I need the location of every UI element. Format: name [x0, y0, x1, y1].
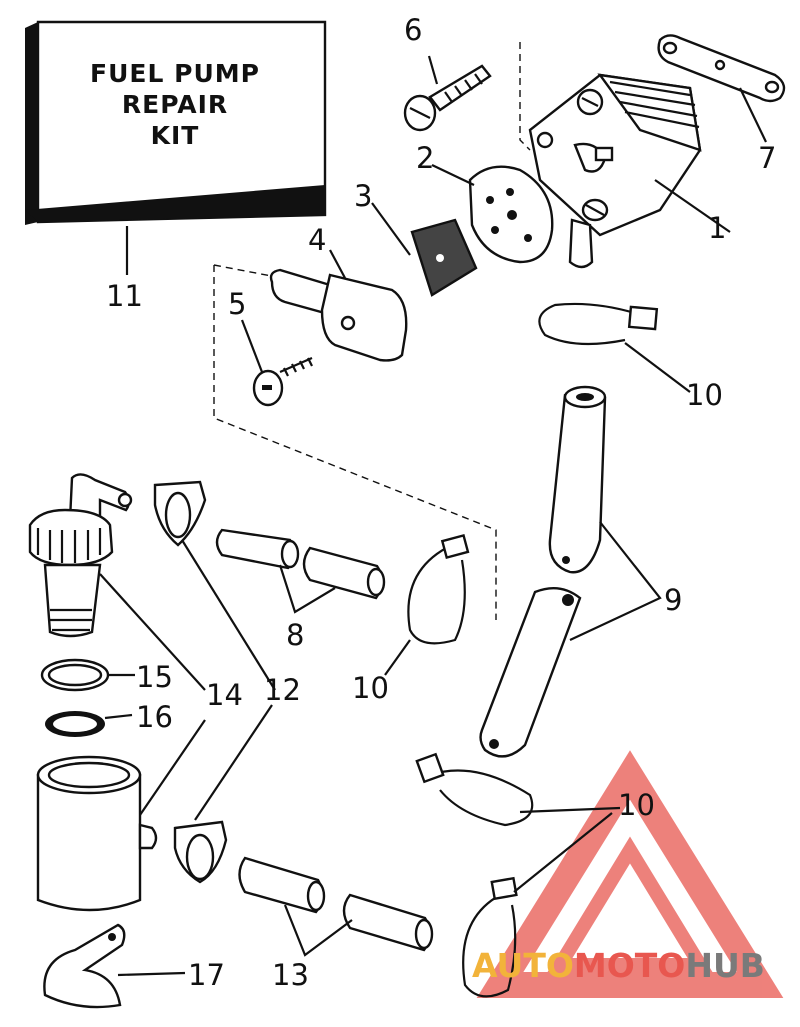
- diaphragm-part-2: [431, 164, 554, 264]
- clamp-part-10-top: [538, 302, 691, 393]
- callout-2: 2: [416, 141, 434, 175]
- hose-part-9-top: [548, 385, 607, 574]
- screen-part-3: [371, 202, 478, 297]
- callout-1: 1: [708, 211, 726, 245]
- callout-10-middle: 10: [352, 671, 389, 705]
- callout-14: 14: [206, 678, 243, 712]
- clamp-part-12-bottom: [173, 704, 273, 884]
- callout-8: 8: [286, 618, 304, 652]
- svg-text:AUTOMOTOHUB: AUTOMOTOHUB: [472, 946, 765, 985]
- watermark-moto: MOTO: [574, 946, 685, 985]
- kit-label-line3: KIT: [151, 121, 200, 150]
- callout-12: 12: [264, 673, 301, 707]
- callout-9: 9: [664, 583, 682, 617]
- clamp-part-10-bottom: [462, 812, 613, 998]
- repair-kit-box: FUEL PUMP REPAIR KIT: [25, 20, 327, 275]
- watermark-text: AUTOMOTOHUB: [472, 946, 765, 985]
- clip-part-17: [43, 923, 186, 1009]
- sleeves-part-13: [238, 856, 434, 957]
- clamp-part-12-top: [153, 480, 276, 691]
- screw-part-6: [403, 55, 492, 132]
- o-ring-part-16: [45, 711, 133, 737]
- callout-16: 16: [136, 700, 173, 734]
- callout-17: 17: [188, 958, 225, 992]
- watermark-logo: [476, 750, 784, 998]
- hose-part-9-bottom: [479, 521, 662, 758]
- screw-part-5: [240, 319, 313, 407]
- callout-7: 7: [758, 141, 776, 175]
- sleeves-part-8: [215, 528, 386, 614]
- watermark-auto: AUTO: [472, 946, 574, 985]
- callout-5: 5: [228, 287, 246, 321]
- clamp-part-10-lower: [415, 752, 621, 827]
- clamp-part-10-middle: [384, 533, 470, 676]
- callout-6: 6: [404, 13, 422, 47]
- callout-4: 4: [308, 223, 326, 257]
- callout-10-lower: 10: [618, 788, 655, 822]
- pump-body-part-1: [528, 73, 731, 269]
- o-ring-part-15: [40, 658, 135, 692]
- callout-11: 11: [106, 279, 143, 313]
- callout-13: 13: [272, 958, 309, 992]
- fitting-part-14: [28, 473, 206, 691]
- callout-10-top: 10: [686, 378, 723, 412]
- kit-label-line2: REPAIR: [122, 90, 228, 119]
- callout-15: 15: [136, 660, 173, 694]
- pump-cover-part-4: [269, 249, 408, 362]
- gasket-part-7: [657, 34, 786, 143]
- kit-label-line1: FUEL PUMP: [90, 59, 260, 88]
- watermark-hub: HUB: [685, 946, 765, 985]
- callout-3: 3: [354, 179, 372, 213]
- filter-housing: [36, 719, 206, 912]
- callout-labels: 1 2 3 4 5 6 7 8 9 10 10 10 11 12 13 14 1…: [106, 13, 776, 992]
